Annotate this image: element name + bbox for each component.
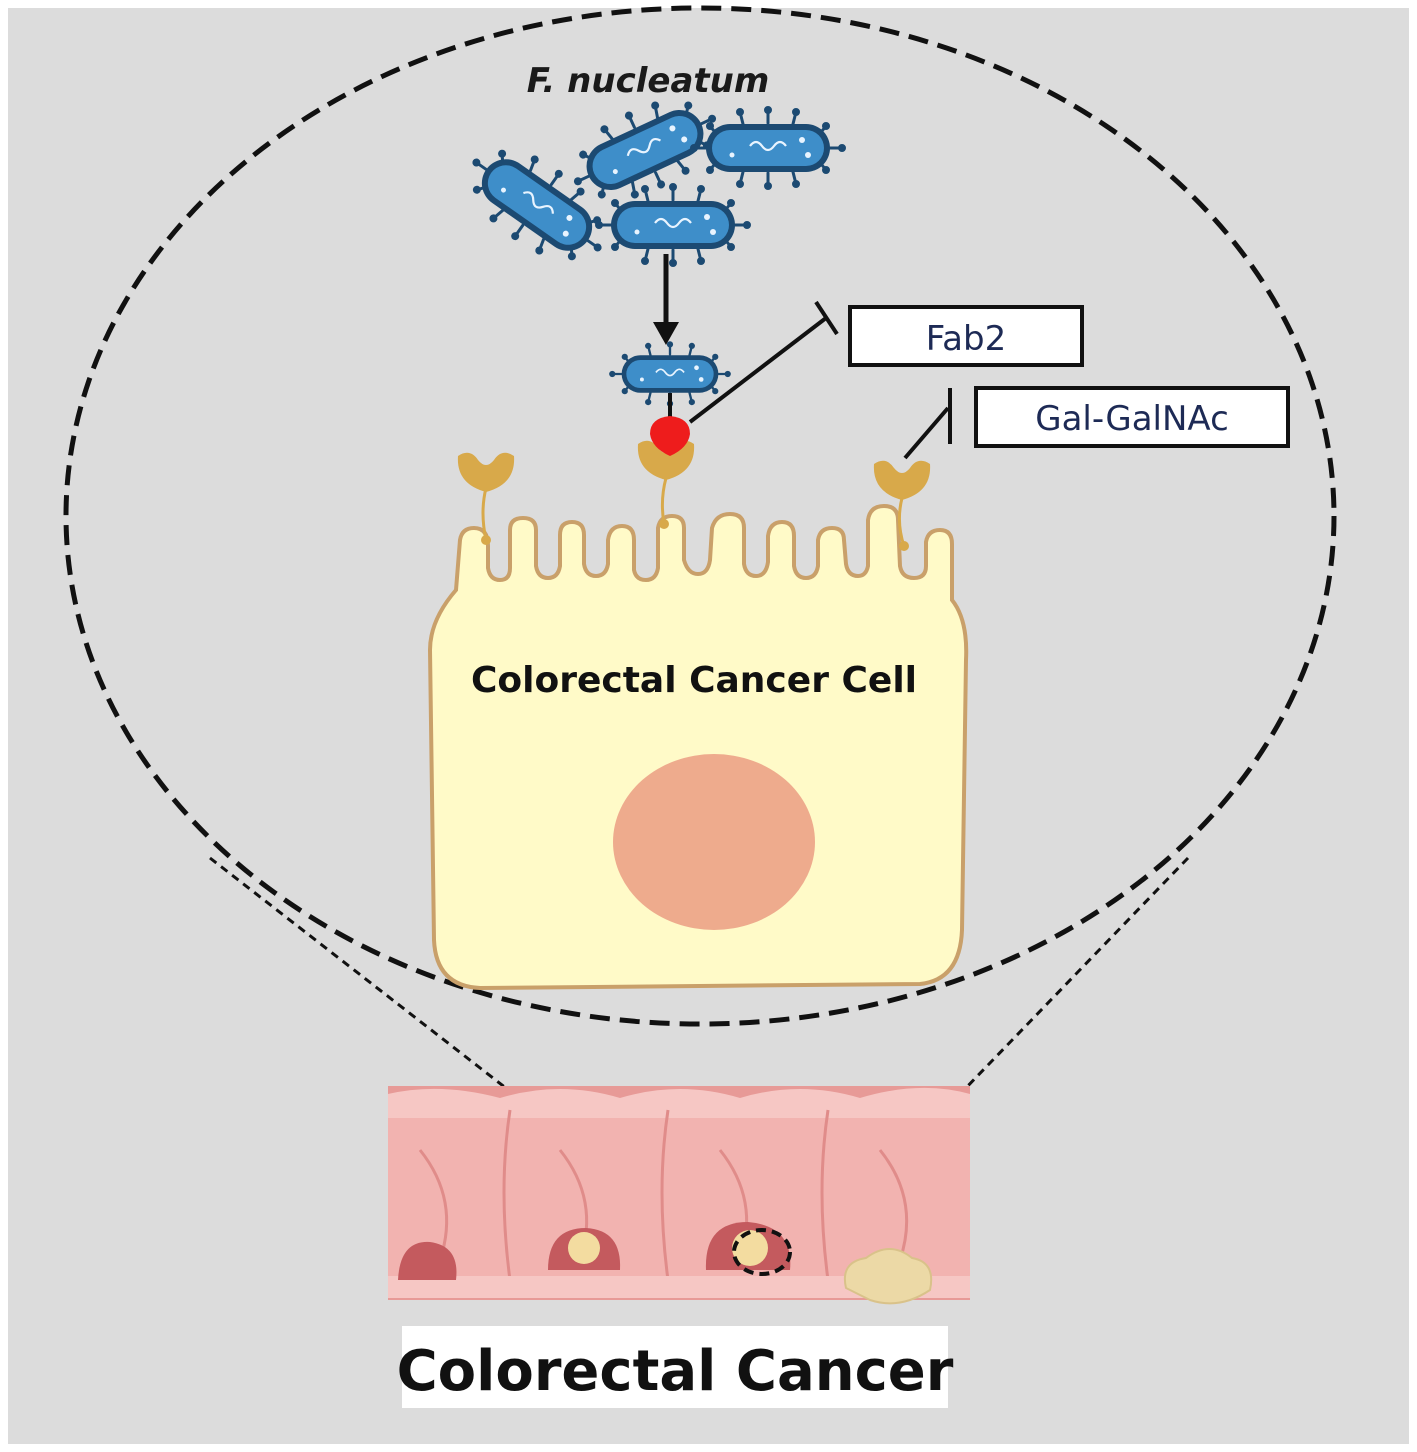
cell-label: Colorectal Cancer Cell (471, 660, 917, 701)
receptor-right (873, 460, 931, 551)
galgalnac-inhibition-line (903, 388, 952, 460)
colon-illustration (388, 1086, 970, 1305)
fab2-label: Fab2 (926, 319, 1006, 359)
galgalnac-label: Gal-GalNAc (1035, 399, 1229, 439)
adhesin-icon (650, 416, 690, 456)
cancer-cell-body (427, 503, 969, 991)
zoom-ellipse (63, 5, 1337, 1027)
tumor-focus-circle (732, 1228, 792, 1276)
tissue-label-box (402, 1326, 948, 1408)
fab2-inhibition-line (688, 300, 839, 424)
organism-label: F. nucleatum (527, 61, 770, 101)
receptor-center (637, 440, 695, 529)
fab2-box (848, 305, 1084, 367)
receptor-left (457, 452, 515, 545)
tissue-label: Colorectal Cancer (397, 1339, 954, 1404)
nucleus (613, 754, 815, 930)
arrow-down-icon (653, 254, 679, 345)
galgalnac-box (974, 386, 1290, 448)
